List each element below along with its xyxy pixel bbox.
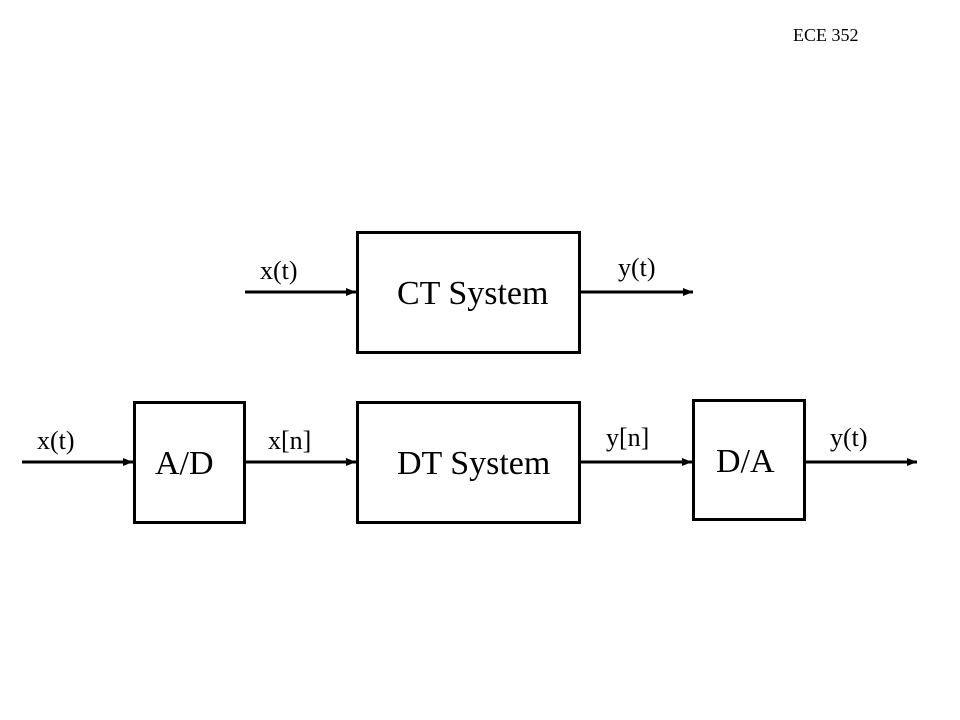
ad-converter-label: A/D: [155, 445, 214, 482]
ct-input-label: x(t): [260, 256, 298, 285]
dt-system-block: DT System: [356, 401, 581, 524]
da-converter-label: D/A: [716, 443, 775, 480]
da-converter-block: D/A: [692, 399, 806, 521]
dt-system-label: DT System: [397, 445, 551, 482]
dt-output-label: y(t): [830, 423, 868, 452]
xn-signal-label: x[n]: [268, 426, 312, 455]
ct-system-label: CT System: [397, 275, 549, 312]
ct-output-label: y(t): [618, 253, 656, 282]
yn-signal-label: y[n]: [606, 423, 650, 452]
ct-system-block: CT System: [356, 231, 581, 354]
course-label: ECE 352: [793, 25, 859, 45]
ad-converter-block: A/D: [133, 401, 246, 524]
dt-input-label: x(t): [37, 426, 75, 455]
